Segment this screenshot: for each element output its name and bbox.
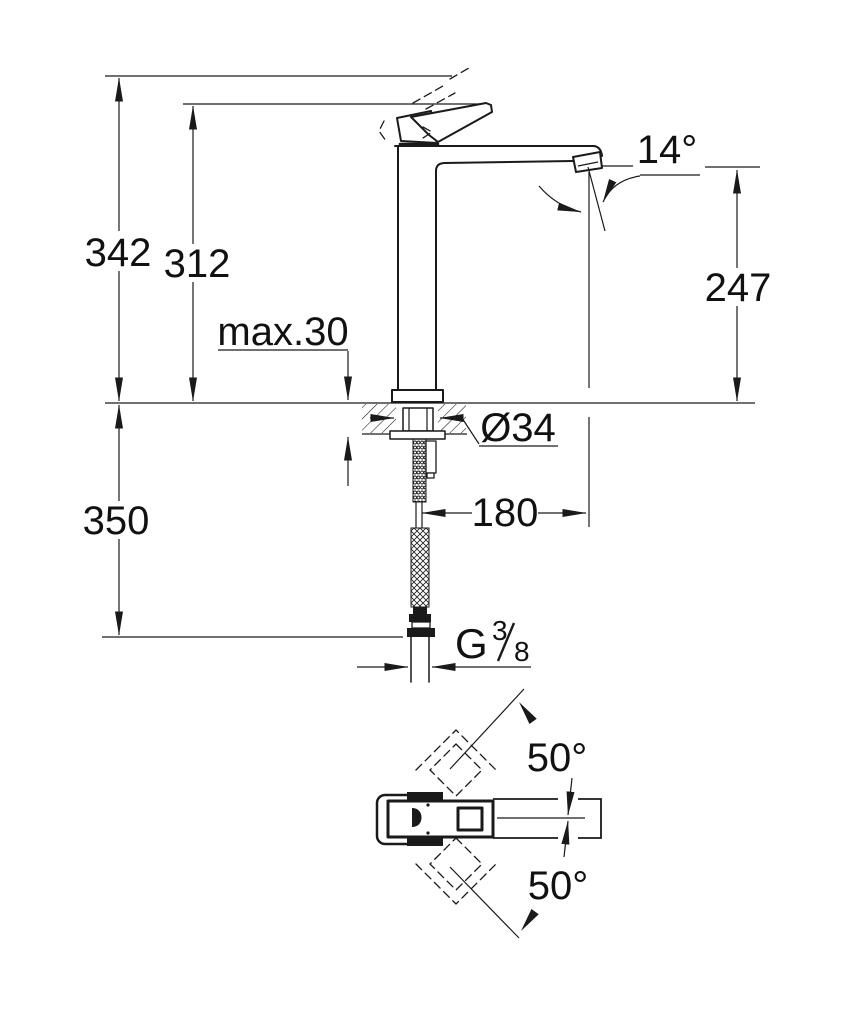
mounting-nut	[402, 407, 434, 432]
swivel-angle-dimensions: 50° 50°	[449, 688, 589, 939]
handle-socket	[412, 808, 422, 827]
body-top-edge	[394, 145, 603, 157]
handle-position-phantoms	[415, 729, 497, 905]
angle-arrow-right	[602, 175, 641, 203]
handle-edge-bottom	[407, 838, 443, 846]
dim-thread-label: G 3 8	[455, 615, 530, 667]
dim-max30-label: max.30	[217, 310, 348, 354]
dim-50deg-lower-label: 50°	[528, 864, 589, 908]
handle-lever	[410, 102, 493, 143]
dim-350-label: 350	[83, 499, 150, 543]
dim-342-label: 342	[85, 231, 152, 275]
threaded-shank	[412, 438, 427, 503]
swivel-arrowhead-lower	[521, 908, 539, 931]
spout-axis-lines	[538, 166, 700, 527]
thread-numerator: 3	[492, 615, 508, 646]
swivel-arrowhead-upper	[519, 702, 537, 725]
dim-14deg-label: 14°	[637, 128, 698, 172]
spout-top-view	[493, 798, 602, 839]
swivel-line-lower	[449, 866, 520, 939]
spout-mouth	[572, 151, 603, 173]
dim-247-label: 247	[705, 266, 772, 310]
angled-outlet-line	[587, 166, 606, 232]
handle-phantom-lines	[378, 85, 456, 142]
dim-50deg-upper-label: 50°	[527, 736, 588, 780]
angle-arrow-upper	[566, 777, 575, 816]
dim-dia34-label: Ø34	[480, 406, 556, 450]
swivel-line-upper	[449, 688, 525, 770]
pull-rod-guide	[425, 440, 437, 474]
spout-mouth-detail	[577, 161, 599, 167]
thread-letter: G	[455, 620, 488, 667]
cartridge-square	[456, 806, 484, 832]
washer	[389, 430, 446, 440]
front-view: 342 312 max.30 350 247 14° Ø34 180 G 3 8	[83, 67, 772, 683]
spout-underside	[435, 160, 574, 391]
flexible-hose	[410, 527, 430, 608]
hose-nut	[407, 628, 435, 637]
dim-312-label: 312	[164, 242, 231, 286]
mounting-hardware	[389, 407, 446, 683]
angle-arrow-left	[538, 185, 582, 213]
handle-edge-top	[407, 792, 443, 800]
thread-denominator: 8	[514, 636, 530, 667]
base-plate	[391, 389, 444, 403]
faucet-body	[378, 85, 603, 403]
dim-180-label: 180	[472, 491, 539, 535]
thread-fraction-slash	[496, 622, 516, 662]
dimension-labels: 342 312 max.30 350 247 14° Ø34 180 G 3 8	[83, 128, 772, 667]
plan-view: 50° 50°	[375, 688, 602, 939]
angle-arrow-lower	[561, 820, 570, 858]
